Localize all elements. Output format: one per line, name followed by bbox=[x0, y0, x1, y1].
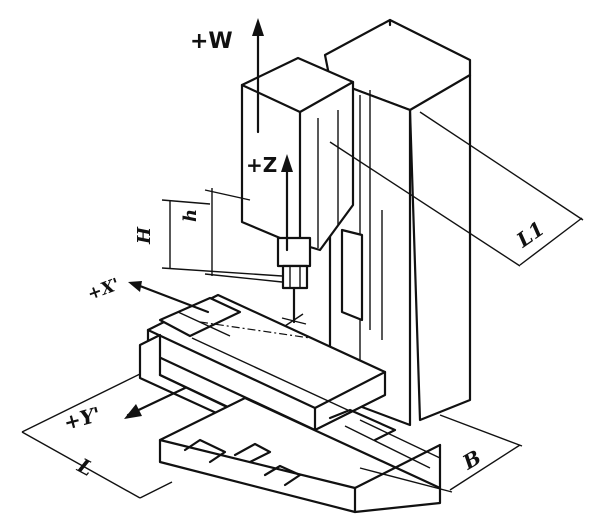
z-axis-label: +Z bbox=[246, 153, 277, 177]
w-axis-arrow bbox=[252, 18, 264, 134]
y-axis-arrow bbox=[124, 386, 187, 419]
dim-l-label: L bbox=[73, 453, 98, 481]
dim-h-main-label: H bbox=[134, 226, 155, 245]
machine-base bbox=[158, 396, 442, 514]
y-axis-label: +Y' bbox=[61, 402, 103, 435]
z-axis-arrow bbox=[281, 154, 293, 252]
dim-h-main bbox=[161, 199, 283, 277]
dim-b bbox=[359, 414, 523, 493]
w-axis-label: +W bbox=[190, 29, 233, 54]
dim-l1 bbox=[329, 111, 584, 267]
dim-h-upper-label: h bbox=[180, 209, 201, 222]
dim-h-upper bbox=[204, 188, 283, 283]
spindle-head bbox=[240, 56, 355, 257]
x-axis-arrow bbox=[128, 281, 210, 314]
spindle-tool bbox=[276, 236, 312, 327]
dim-l bbox=[21, 373, 173, 499]
x-axis-label: +X' bbox=[85, 275, 123, 305]
